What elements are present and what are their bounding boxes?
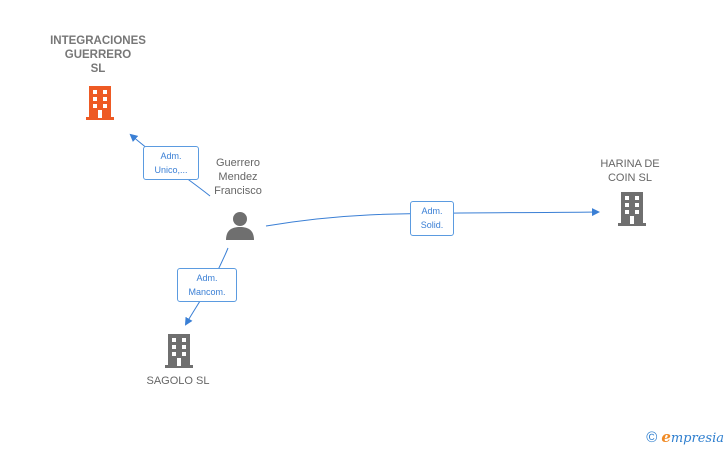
edge-label-adm-mancom[interactable]: Adm. Mancom. — [177, 268, 237, 302]
empresia-logo: © empresia — [646, 428, 724, 446]
company-label-sagolo: SAGOLO SL — [146, 375, 210, 387]
person-label: Guerrero Mendez Francisco — [214, 157, 262, 197]
building-icon[interactable] — [616, 192, 648, 226]
edge-label-adm-solid[interactable]: Adm. Solid. — [410, 201, 454, 236]
company-label-integraciones: INTEGRACIONES GUERRERO SL — [50, 35, 146, 75]
building-icon[interactable] — [84, 86, 116, 120]
edge-label-adm-unico[interactable]: Adm. Unico,... — [143, 146, 199, 180]
copyright-symbol: © — [646, 428, 658, 446]
brand-name: empresia — [661, 428, 724, 446]
edge-to-harina — [265, 208, 600, 227]
company-label-harina: HARINA DE COIN SL — [600, 158, 660, 184]
person-icon[interactable] — [224, 210, 256, 240]
building-icon[interactable] — [163, 334, 195, 368]
